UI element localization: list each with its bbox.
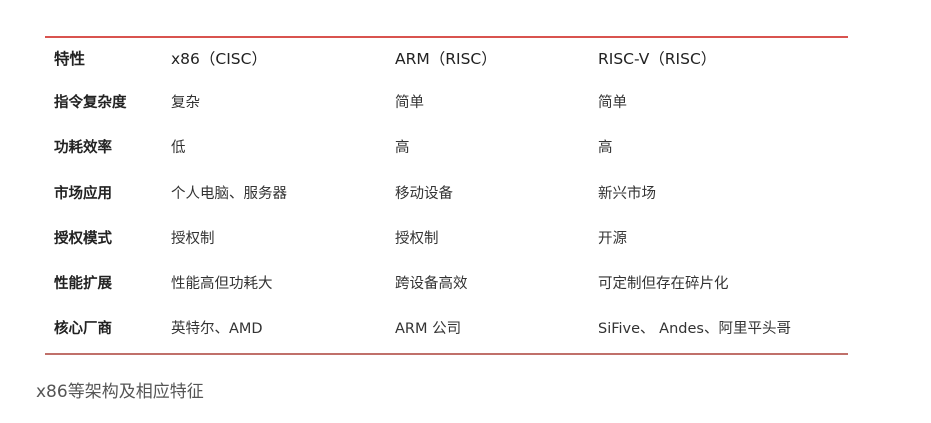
table-cell: 授权制 (395, 231, 439, 247)
table-row: 指令复杂度 复杂 简单 简单 (0, 91, 931, 115)
table-cell: ARM 公司 (395, 321, 462, 337)
row-label: 性能扩展 (54, 276, 112, 292)
table-row: 功耗效率 低 高 高 (0, 136, 931, 160)
table-cell: 开源 (598, 231, 627, 247)
table-cell: 英特尔、AMD (171, 321, 263, 337)
row-label: 授权模式 (54, 231, 112, 247)
table-cell: 跨设备高效 (395, 276, 468, 292)
table-row: 授权模式 授权制 授权制 开源 (0, 227, 931, 251)
row-label: 指令复杂度 (54, 95, 127, 111)
row-label: 市场应用 (54, 186, 112, 202)
table-cell: 移动设备 (395, 186, 453, 202)
table-cell: 高 (395, 140, 410, 156)
table-bottom-rule (45, 353, 848, 355)
table-cell: 可定制但存在碎片化 (598, 276, 729, 292)
table-cell: 性能高但功耗大 (171, 276, 273, 292)
table-row: 市场应用 个人电脑、服务器 移动设备 新兴市场 (0, 182, 931, 206)
table-cell: 高 (598, 140, 613, 156)
table-row: 核心厂商 英特尔、AMD ARM 公司 SiFive、 Andes、阿里平头哥 (0, 317, 931, 341)
table-top-rule (45, 36, 848, 38)
table-cell: 新兴市场 (598, 186, 656, 202)
table-cell: 简单 (395, 95, 424, 111)
table-cell: 复杂 (171, 95, 200, 111)
header-cell: ARM（RISC） (395, 50, 497, 68)
table-cell: SiFive、 Andes、阿里平头哥 (598, 321, 791, 337)
header-cell: x86（CISC） (171, 50, 267, 68)
header-cell: 特性 (54, 50, 86, 68)
row-label: 功耗效率 (54, 140, 112, 156)
table-cell: 授权制 (171, 231, 215, 247)
row-label: 核心厂商 (54, 321, 112, 337)
table-cell: 低 (171, 140, 186, 156)
table-row: 性能扩展 性能高但功耗大 跨设备高效 可定制但存在碎片化 (0, 272, 931, 296)
table-header-row: 特性 x86（CISC） ARM（RISC） RISC-V（RISC） (0, 47, 931, 71)
table-cell: 个人电脑、服务器 (171, 186, 287, 202)
figure-caption: x86等架构及相应特征 (36, 382, 204, 402)
table-cell: 简单 (598, 95, 627, 111)
header-cell: RISC-V（RISC） (598, 50, 717, 68)
